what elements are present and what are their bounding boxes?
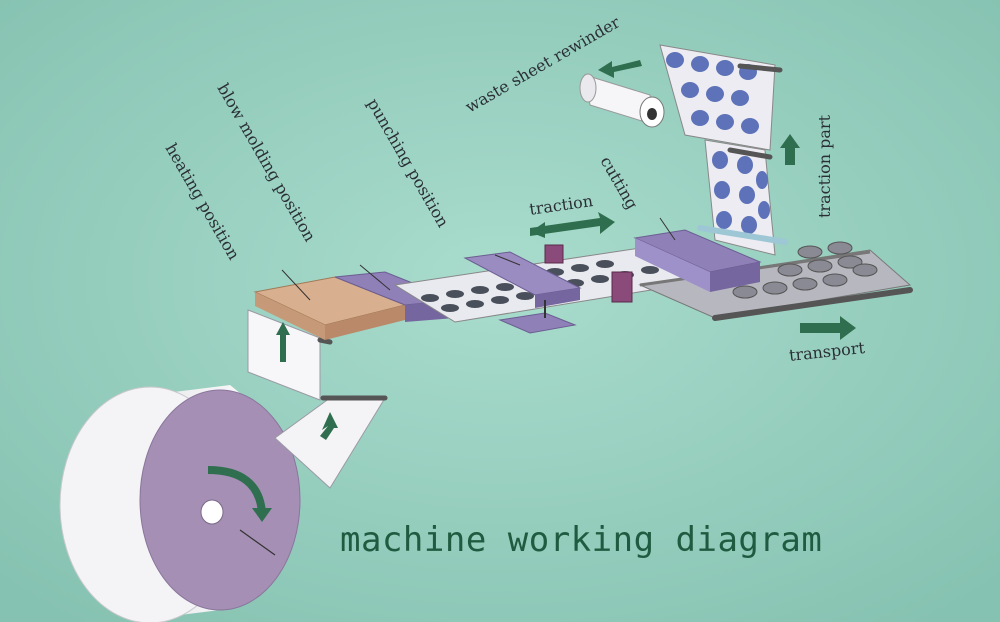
punching-station <box>463 251 582 334</box>
rewinder-roll <box>579 73 665 128</box>
diagram-title: machine working diagram <box>340 520 823 560</box>
up-arrow-icon <box>780 134 800 165</box>
heating-station <box>253 276 407 340</box>
traction-rollers <box>544 244 633 303</box>
right-arrow-icon <box>800 316 856 340</box>
label-traction-part: traction part <box>815 114 834 218</box>
cutting-station <box>633 229 762 292</box>
up-arrow-icon <box>276 322 290 362</box>
roll-core <box>200 499 224 525</box>
double-arrow-icon <box>530 212 615 236</box>
leader-lines <box>281 217 676 301</box>
material-roll <box>59 385 301 622</box>
left-arrow-icon <box>598 60 642 78</box>
waste-sheet <box>659 44 788 256</box>
sheet-path <box>247 309 388 489</box>
output-conveyor <box>638 241 913 321</box>
rotation-arrow-icon <box>207 466 266 513</box>
roll-face <box>139 389 301 611</box>
up-arrow-icon <box>320 412 338 440</box>
direction-arrows <box>530 60 856 340</box>
